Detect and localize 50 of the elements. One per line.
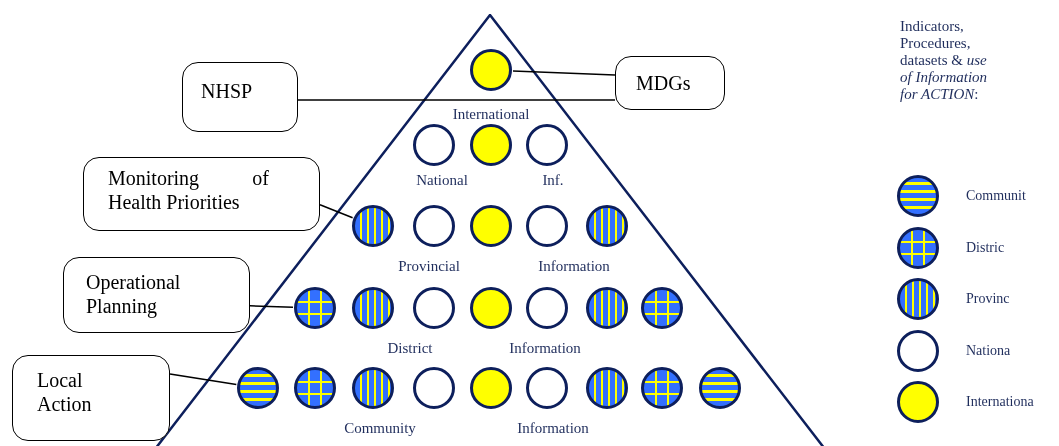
callout-tail [249,305,294,309]
speech-bubble: NHSP [182,62,298,132]
level-label: Information [509,340,581,356]
level-label: International [452,106,530,122]
empty-circle [526,367,568,409]
speech-bubble: Local Action [12,355,170,441]
vertical-striped-circle [352,287,394,329]
empty-circle [526,124,568,166]
filled-circle [470,49,512,91]
level-label: National [416,172,468,188]
vertical-striped-circle [586,205,628,247]
level-label: District [387,340,433,356]
speech-bubble: MDGs [615,56,725,110]
filled-circle [470,205,512,247]
grid-patterned-circle [294,367,336,409]
empty-circle [413,367,455,409]
empty-circle [526,287,568,329]
empty-circle [526,205,568,247]
empty-circle [413,287,455,329]
level-label: Information [517,420,589,436]
callout-tail [319,203,354,219]
legend-label: Nationa [966,342,1011,359]
vertical-striped-circle [352,367,394,409]
grid-patterned-circle [641,367,683,409]
grid-patterned-circle [641,287,683,329]
legend-label: Provinc [966,291,1010,307]
filled-circle [470,124,512,166]
legend-label: Internationa [966,394,1034,410]
empty-circle [413,124,455,166]
speech-bubble: Monitoring of Health Priorities [83,157,320,231]
callout-tail [169,373,238,386]
callout-tail [512,70,616,76]
speech-bubble: Operational Planning [63,257,250,333]
level-label: Inf. [542,172,564,188]
filled-circle [470,287,512,329]
level-label: Provincial [398,258,460,274]
vertical-striped-circle [586,287,628,329]
legend-heading: Indicators, Procedures, datasets & use of Information for ACTION: [900,18,989,103]
legend-label: Communit [966,188,1026,204]
vertical-striped-circle [352,205,394,247]
empty-circle [413,205,455,247]
level-label: Community [344,420,416,436]
grid-patterned-circle [294,287,336,329]
filled-circle [470,367,512,409]
callout-tail [297,99,616,101]
horizontal-striped-circle [237,367,279,409]
horizontal-striped-circle [699,367,741,409]
vertical-striped-circle [586,367,628,409]
level-label: Information [538,258,610,274]
legend-label: Distric [966,239,1005,256]
